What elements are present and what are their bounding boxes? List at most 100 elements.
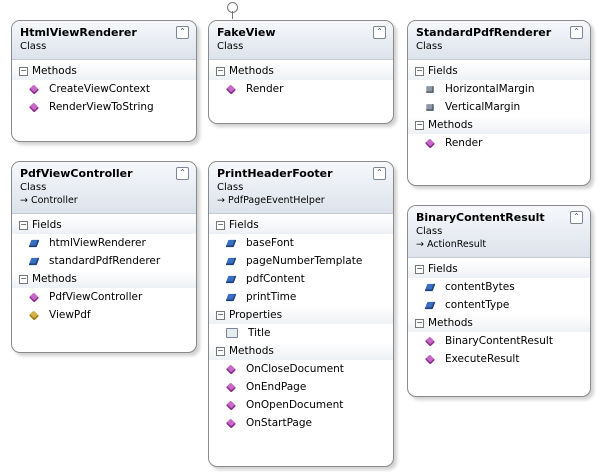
class-name: StandardPdfRenderer: [416, 26, 552, 39]
collapse-section-icon[interactable]: −: [415, 65, 424, 76]
member-row[interactable]: Render: [408, 134, 590, 152]
member-row[interactable]: contentType: [408, 296, 590, 314]
field-icon: [28, 239, 40, 247]
member-row[interactable]: printTime: [209, 288, 393, 306]
collapse-section-icon[interactable]: −: [216, 309, 225, 320]
member-row[interactable]: contentBytes: [408, 278, 590, 296]
property-icon: [226, 328, 238, 338]
collapse-section-icon[interactable]: −: [19, 65, 28, 76]
collapse-chevron-icon[interactable]: ⌃: [176, 26, 189, 39]
method-icon: [28, 291, 40, 303]
class-kind: Class: [416, 226, 443, 237]
method-icon: [225, 381, 237, 393]
member-row[interactable]: OnCloseDocument: [209, 360, 393, 378]
section-header-fields[interactable]: −Fields: [209, 216, 393, 234]
member-name: standardPdfRenderer: [49, 255, 161, 267]
section-header-methods[interactable]: −Methods: [408, 314, 590, 332]
section-header-fields[interactable]: −Fields: [408, 260, 590, 278]
member-name: Title: [248, 327, 271, 339]
member-row[interactable]: htmlViewRenderer: [12, 234, 196, 252]
collapse-chevron-icon[interactable]: ⌃: [373, 167, 386, 180]
collapse-chevron-icon[interactable]: ⌃: [570, 211, 583, 224]
section-header-properties[interactable]: −Properties: [209, 306, 393, 324]
member-row[interactable]: Render: [209, 80, 393, 98]
collapse-chevron-icon[interactable]: ⌃: [176, 167, 189, 180]
member-row[interactable]: OnOpenDocument: [209, 396, 393, 414]
member-name: Render: [445, 137, 483, 149]
method-icon: [28, 83, 40, 95]
section-title: Methods: [32, 273, 77, 285]
section-header-fields[interactable]: −Fields: [12, 216, 196, 234]
member-row[interactable]: ViewPdf: [12, 306, 196, 324]
collapse-chevron-icon[interactable]: ⌃: [373, 26, 386, 39]
class-kind: Class: [416, 41, 443, 52]
class-name: HtmlViewRenderer: [20, 26, 137, 39]
member-row[interactable]: baseFont: [209, 234, 393, 252]
member-row[interactable]: HorizontalMargin: [408, 80, 590, 98]
collapse-section-icon[interactable]: −: [415, 317, 424, 328]
member-name: ExecuteResult: [445, 353, 520, 365]
collapse-section-icon[interactable]: −: [216, 219, 225, 230]
member-name: CreateViewContext: [49, 83, 150, 95]
section-header-methods[interactable]: −Methods: [408, 116, 590, 134]
class-name: PdfViewController: [20, 167, 133, 180]
member-row[interactable]: pageNumberTemplate: [209, 252, 393, 270]
collapse-section-icon[interactable]: −: [216, 65, 225, 76]
collapse-section-icon[interactable]: −: [216, 345, 225, 356]
member-name: OnEndPage: [246, 381, 307, 393]
collapse-chevron-icon[interactable]: ⌃: [570, 26, 583, 39]
member-name: Render: [246, 83, 284, 95]
member-name: pageNumberTemplate: [246, 255, 363, 267]
method-icon: [28, 309, 40, 321]
collapse-section-icon[interactable]: −: [19, 219, 28, 230]
collapse-section-icon[interactable]: −: [19, 273, 28, 284]
member-row[interactable]: BinaryContentResult: [408, 332, 590, 350]
section-header-methods[interactable]: −Methods: [12, 62, 196, 80]
member-row[interactable]: standardPdfRenderer: [12, 252, 196, 270]
section-title: Methods: [229, 65, 274, 77]
collapse-section-icon[interactable]: −: [415, 119, 424, 130]
section-title: Fields: [32, 219, 62, 231]
section-header-fields[interactable]: −Fields: [408, 62, 590, 80]
member-row[interactable]: CreateViewContext: [12, 80, 196, 98]
member-row[interactable]: RenderViewToString: [12, 98, 196, 116]
member-name: OnStartPage: [246, 417, 312, 429]
member-row[interactable]: ExecuteResult: [408, 350, 590, 368]
member-row[interactable]: PdfViewController: [12, 288, 196, 306]
field-icon: [225, 257, 237, 265]
member-row[interactable]: VerticalMargin: [408, 98, 590, 116]
member-row[interactable]: Title: [209, 324, 393, 342]
field-icon: [225, 275, 237, 283]
collapse-section-icon[interactable]: −: [415, 263, 424, 274]
member-name: htmlViewRenderer: [49, 237, 146, 249]
member-name: contentType: [445, 299, 510, 311]
member-name: baseFont: [246, 237, 294, 249]
member-row[interactable]: OnStartPage: [209, 414, 393, 432]
section-header-methods[interactable]: −Methods: [12, 270, 196, 288]
section-title: Fields: [428, 65, 458, 77]
field-icon: [28, 257, 40, 265]
member-name: PdfViewController: [49, 291, 143, 303]
member-row[interactable]: pdfContent: [209, 270, 393, 288]
member-row[interactable]: OnEndPage: [209, 378, 393, 396]
section-header-methods[interactable]: −Methods: [209, 62, 393, 80]
class-name: PrintHeaderFooter: [217, 167, 333, 180]
section-title: Methods: [428, 119, 473, 131]
member-name: printTime: [246, 291, 297, 303]
section-header-methods[interactable]: −Methods: [209, 342, 393, 360]
